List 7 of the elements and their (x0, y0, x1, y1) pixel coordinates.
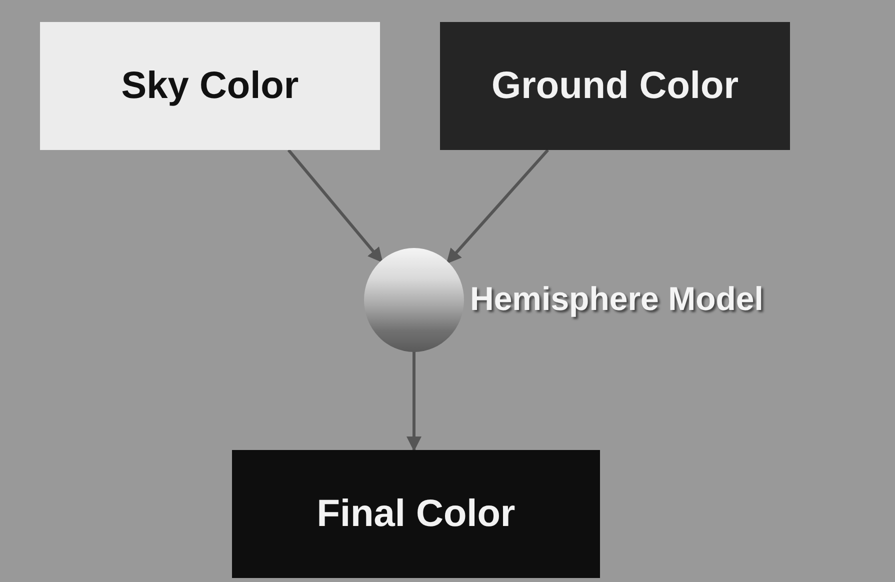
node-caption: Hemisphere Model (470, 280, 764, 318)
arrow (287, 149, 384, 263)
arrow (406, 350, 422, 452)
arrow (446, 149, 549, 264)
color-box: Sky Color (40, 22, 380, 150)
color-box: Final Color (232, 450, 600, 578)
color-box: Ground Color (440, 22, 790, 150)
